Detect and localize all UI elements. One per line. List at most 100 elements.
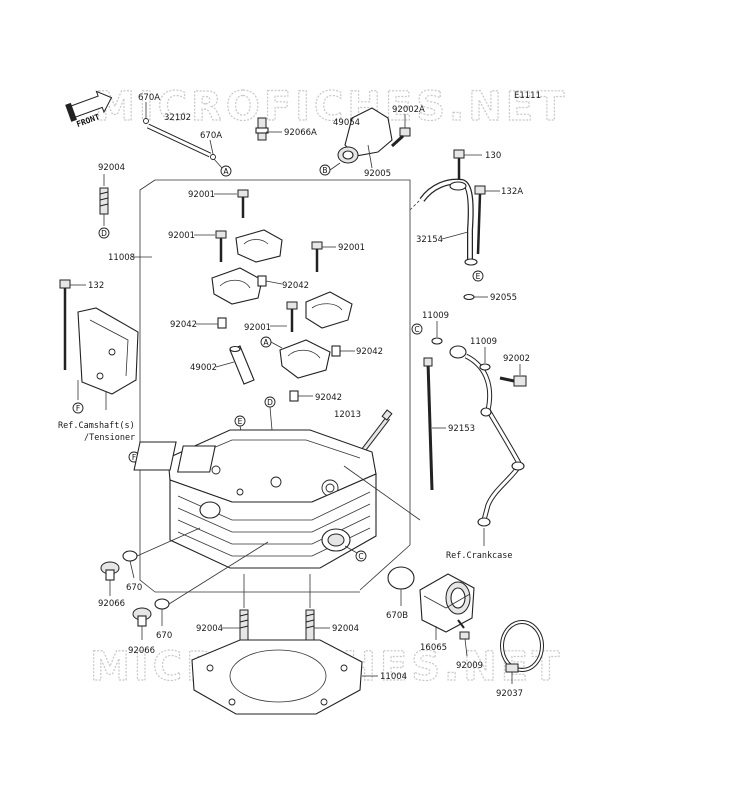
label-670B: 670B: [386, 611, 408, 621]
ref-camshaft-line2: /Tensioner: [84, 433, 135, 443]
callout-C-2: [411, 323, 423, 335]
label-92001-c: 92001: [338, 243, 365, 253]
bolt-132: [59, 279, 71, 370]
cam-cap-4: [279, 339, 331, 379]
label-670-b: 670: [156, 631, 172, 641]
callout-C-2-text: C: [414, 325, 419, 334]
stud-92153: [423, 357, 434, 491]
label-92002: 92002: [503, 354, 530, 364]
label-92009: 92009: [456, 661, 483, 671]
label-92055: 92055: [490, 293, 517, 303]
callout-B-1-text: B: [322, 166, 327, 175]
washer-11009-a: [431, 337, 443, 345]
label-49054: 49054: [333, 118, 360, 128]
label-92066-b: 92066: [128, 646, 155, 656]
callout-A-1-text: A: [223, 167, 229, 176]
label-92037: 92037: [496, 689, 523, 699]
callout-F-2-text: F: [132, 453, 136, 462]
intake-holder-16065: [419, 573, 475, 633]
dowel-92042-a: [257, 275, 267, 287]
label-92004-b: 92004: [196, 624, 223, 634]
callout-D-1-text: D: [101, 229, 107, 238]
callout-D-1: [98, 227, 110, 239]
label-92005: 92005: [364, 169, 391, 179]
label-92004-a: 92004: [98, 163, 125, 173]
label-92001-b: 92001: [168, 231, 195, 241]
callout-A-1: [220, 165, 232, 177]
oil-line-right: [449, 345, 525, 527]
cylinder-head: [133, 429, 377, 569]
label-92066A: 92066A: [284, 128, 317, 138]
callout-E-1-text: E: [476, 272, 481, 281]
label-132: 132: [88, 281, 104, 291]
cam-cap-2: [211, 267, 263, 305]
plug-92066-b: [132, 607, 152, 627]
label-16065: 16065: [420, 643, 447, 653]
ref-camshaft-line1: Ref.Camshaft(s): [58, 421, 135, 431]
plug-92066-a: [100, 561, 120, 581]
frame-left: [139, 179, 156, 593]
dowel-92042-b: [217, 317, 227, 329]
head-gasket-11004: [191, 639, 363, 715]
label-92042-d: 92042: [315, 393, 342, 403]
stud-92004-a: [99, 187, 109, 215]
cam-cap-1: [235, 229, 283, 263]
label-92042-b: 92042: [170, 320, 197, 330]
label-670A-top: 670A: [138, 93, 160, 103]
bolt-92002: [499, 375, 527, 387]
callout-E-2-text: E: [238, 417, 243, 426]
front-arrow-icon: [65, 90, 113, 122]
label-92153: 92153: [448, 424, 475, 434]
callout-D-2-text: D: [267, 398, 273, 407]
label-32102: 32102: [164, 113, 191, 123]
label-11008: 11008: [108, 253, 135, 263]
stud-92004-c: [305, 609, 315, 641]
label-92042-a: 92042: [282, 281, 309, 291]
bolt-92001-a: [237, 189, 249, 218]
stud-92004-b: [239, 609, 249, 641]
dowel-92042-c: [331, 345, 341, 357]
bolt-130: [453, 149, 465, 180]
callout-E-1: [472, 270, 484, 282]
label-49002: 49002: [190, 363, 217, 373]
label-11009-a: 11009: [422, 311, 449, 321]
callout-C-1: [355, 550, 367, 562]
sensor-12013: [360, 409, 393, 454]
oring-670-a: [122, 550, 138, 562]
screw-92009: [457, 619, 470, 640]
cam-cap-3: [305, 291, 353, 329]
label-11009-b: 11009: [470, 337, 497, 347]
sensor-92066A: [255, 117, 269, 141]
callout-F-1-text: F: [76, 404, 80, 413]
label-132A: 132A: [501, 187, 523, 197]
bolt-92001-c: [311, 241, 323, 272]
label-92001-d: 92001: [244, 323, 271, 333]
dowel-92042-d: [289, 390, 299, 402]
label-92042-c: 92042: [356, 347, 383, 357]
oring-670-b: [154, 598, 170, 610]
watermark-top: MICROFICHES.NET: [95, 84, 568, 130]
oring-670B: [387, 566, 415, 590]
bolt-92001-b: [215, 230, 227, 262]
label-670A: 670A: [200, 131, 222, 141]
clamp-92037: [500, 620, 544, 673]
bolt-92002A: [390, 127, 411, 148]
label-670-a: 670: [126, 583, 142, 593]
ref-crankcase: Ref.Crankcase: [446, 551, 513, 561]
washer-11009-b: [479, 363, 491, 371]
frame-top: [155, 179, 411, 591]
label-32154: 32154: [416, 235, 443, 245]
callout-C-1-text: C: [358, 552, 363, 561]
tensioner-bracket: [77, 307, 139, 395]
label-92004-c: 92004: [332, 624, 359, 634]
callout-A-2-text: A: [263, 338, 269, 347]
pushrod-32102: [143, 118, 216, 160]
callout-F-1: [72, 402, 84, 414]
label-11004: 11004: [380, 672, 407, 682]
label-130: 130: [485, 151, 501, 161]
label-92066-a: 92066: [98, 599, 125, 609]
thermostat-housing-49054: [337, 107, 393, 164]
bolt-92001-d: [286, 301, 298, 332]
diagram-code: E1111: [514, 91, 541, 101]
